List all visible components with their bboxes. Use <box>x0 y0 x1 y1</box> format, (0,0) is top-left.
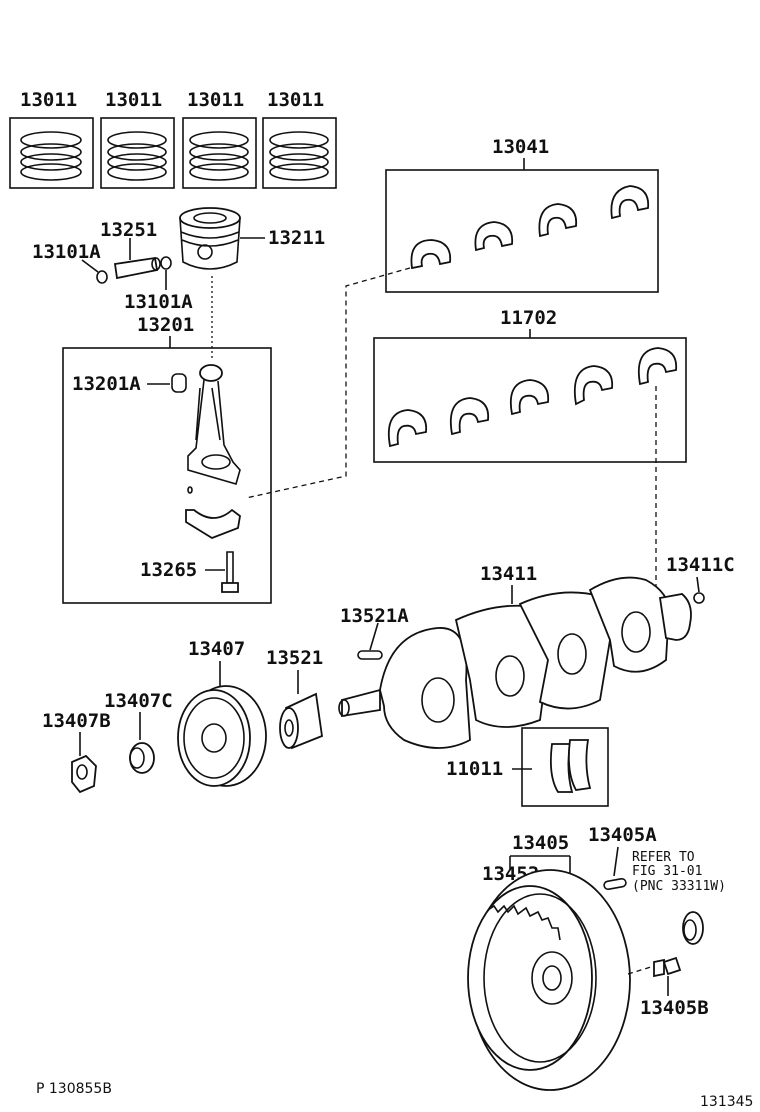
piston-ring-sets: 13011 13011 13011 13011 <box>9 89 337 189</box>
key-drawing <box>357 650 383 660</box>
pulley-drawing <box>177 685 267 787</box>
ring-set-box-3 <box>182 117 257 189</box>
flywheel-pin-drawing <box>603 877 627 891</box>
connector-bolt <box>627 965 655 975</box>
label-key: 13521A <box>340 605 409 627</box>
piston-rings-4 <box>269 131 329 181</box>
snap-ring-right-drawing <box>160 256 172 270</box>
leader-snap-left <box>81 259 99 273</box>
label-crank-plug: 13411C <box>666 554 735 576</box>
connector-bearing-to-rod <box>245 267 411 499</box>
bearing-box-main <box>373 337 687 463</box>
conrod-box <box>62 347 272 604</box>
conrod-bush-drawing <box>171 373 187 393</box>
label-ring-3: 13011 <box>187 89 244 111</box>
refer-note-line1: REFER TO <box>632 850 695 865</box>
piston-drawing <box>179 207 241 270</box>
ring-set-box-4 <box>262 117 337 189</box>
label-snap-left: 13101A <box>32 241 101 263</box>
nut-drawing <box>71 754 97 794</box>
thrust-washer-drawing <box>549 739 592 793</box>
label-ring-1: 13011 <box>20 89 77 111</box>
piston-rings-3 <box>189 131 249 181</box>
flywheel-drawing <box>467 869 631 1091</box>
label-pin: 13251 <box>100 219 157 241</box>
conrod-drawing <box>187 364 241 485</box>
front-pulley-group: 13407 13521 13407C 13407B <box>42 638 323 794</box>
label-timing-gear: 13521 <box>266 647 323 669</box>
leader-flywheel-pin <box>613 846 619 877</box>
timing-gear-drawing <box>279 692 323 750</box>
bearing-shells-upper <box>410 185 650 270</box>
piston-assembly: 13211 13251 13101A 13101A <box>32 207 325 360</box>
ring-set-box-1 <box>9 117 94 189</box>
snap-ring-left-drawing <box>96 270 108 284</box>
conrod-group: 13201 13201A 13265 <box>62 314 272 604</box>
piston-rings-2 <box>107 131 167 181</box>
washer-drawing <box>129 742 155 774</box>
thrust-washer-group: 11011 <box>446 727 609 807</box>
refer-note-line2: FIG 31-01 <box>632 864 702 879</box>
label-crankshaft: 13411 <box>480 563 537 585</box>
label-washer: 13407C <box>104 690 173 712</box>
label-conrod-bush: 13201A <box>72 373 141 395</box>
label-flywheel-pin: 13405A <box>588 824 657 846</box>
label-ring-4: 13011 <box>267 89 324 111</box>
label-bearing-upper: 13041 <box>492 136 549 158</box>
thrust-washer-box <box>521 727 609 807</box>
conrod-cap-drawing <box>185 486 241 539</box>
flywheel-group: 13405 13453 13405A REFER TO FIG 31-01 (P… <box>467 824 726 1091</box>
label-flywheel: 13405 <box>512 832 569 854</box>
refer-note-line3: (PNC 33311W) <box>632 879 726 894</box>
label-conrod: 13201 <box>137 314 194 336</box>
label-main-bearing: 11702 <box>500 307 557 329</box>
bearing-shells-main <box>387 347 678 448</box>
bearing-set-upper: 13041 <box>385 136 659 293</box>
label-conrod-bolt: 13265 <box>140 559 197 581</box>
footer-left-code: P 130855B <box>36 1081 112 1097</box>
crank-plug-drawing <box>693 592 705 604</box>
label-nut: 13407B <box>42 710 111 732</box>
label-snap-right: 13101A <box>124 291 193 313</box>
bearing-set-main: 11702 <box>373 307 687 463</box>
leader-crank-plug <box>696 576 700 593</box>
label-ring-2: 13011 <box>105 89 162 111</box>
ring-set-box-2 <box>100 117 175 189</box>
pilot-bearing-drawing <box>682 911 704 945</box>
piston-pin-drawing <box>113 256 161 280</box>
piston-rings-1 <box>20 131 82 181</box>
flywheel-bolt-drawing <box>653 956 682 978</box>
label-thrust-washer: 11011 <box>446 758 503 780</box>
conrod-bolt-drawing <box>221 551 239 593</box>
label-pulley: 13407 <box>188 638 245 660</box>
label-piston: 13211 <box>268 227 325 249</box>
leader-key <box>369 622 379 651</box>
bearing-box-upper <box>385 169 659 293</box>
crankshaft-group: 13411 13411C 13521A <box>338 554 735 749</box>
footer-right-code: 131345 <box>700 1094 753 1110</box>
label-flywheel-bolt: 13405B <box>640 997 709 1019</box>
crankshaft-drawing <box>338 576 692 749</box>
